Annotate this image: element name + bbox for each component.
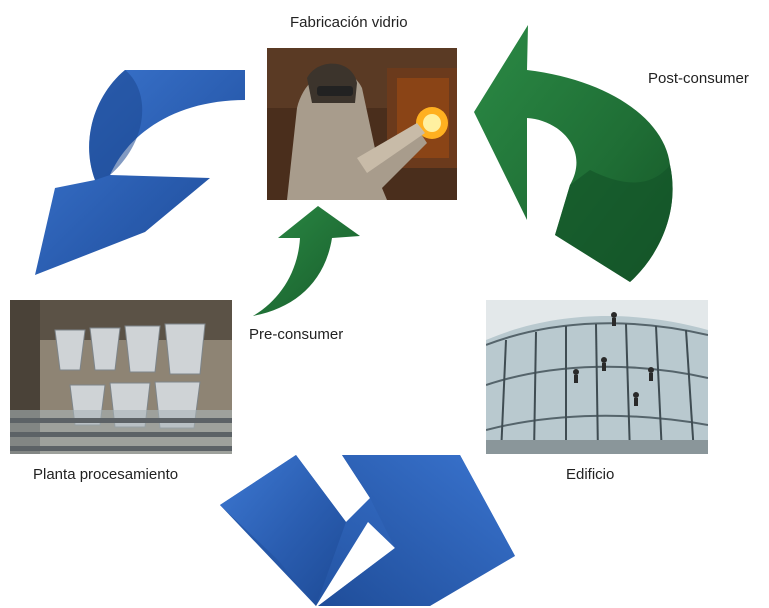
- blue-arrow-top-left: [35, 70, 245, 275]
- edificio-label: Edificio: [566, 466, 615, 483]
- planta-procesamiento-label: Planta procesamiento: [33, 466, 179, 483]
- glass-furnace-worker-photo: [267, 48, 457, 200]
- green-arrow-pre-consumer: [253, 206, 360, 316]
- fabricacion-vidrio-label: Fabricación vidrio: [290, 14, 408, 31]
- glass-processing-plant-photo: [10, 300, 232, 454]
- green-arrow-top-right: [474, 25, 673, 282]
- post-consumer-label: Post-consumer: [648, 70, 749, 87]
- blue-arrow-bottom: [220, 455, 515, 606]
- pre-consumer-label: Pre-consumer: [249, 326, 344, 343]
- glass-building-facade-photo: [486, 300, 708, 454]
